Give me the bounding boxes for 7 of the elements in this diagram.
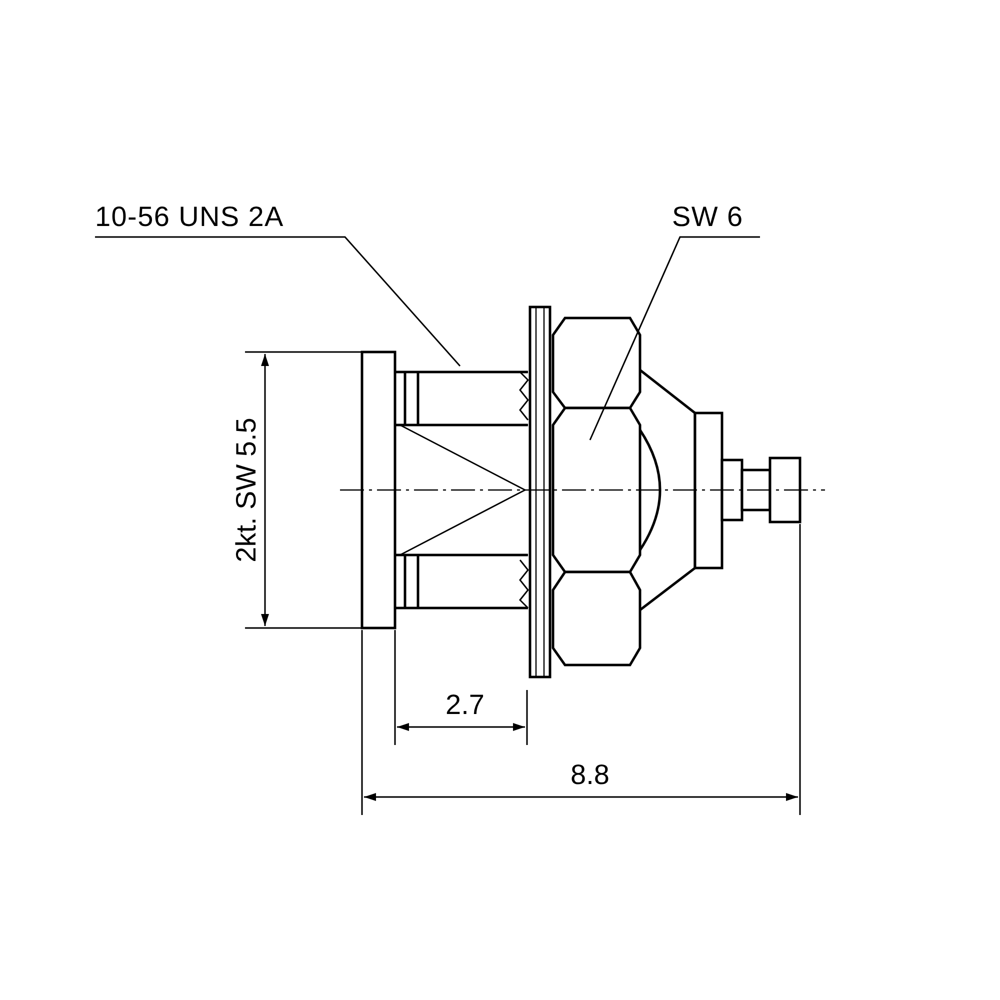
dimension-label: 2kt. SW 5.5 [232,418,260,562]
callout-text: 10-56 UNS 2A [95,203,284,234]
dimension-label: 8.8 [570,761,610,789]
callout-text: SW 6 [672,203,744,234]
leader-line [589,236,760,440]
leader-line [95,236,461,366]
dimension-label: 2.7 [446,691,484,719]
